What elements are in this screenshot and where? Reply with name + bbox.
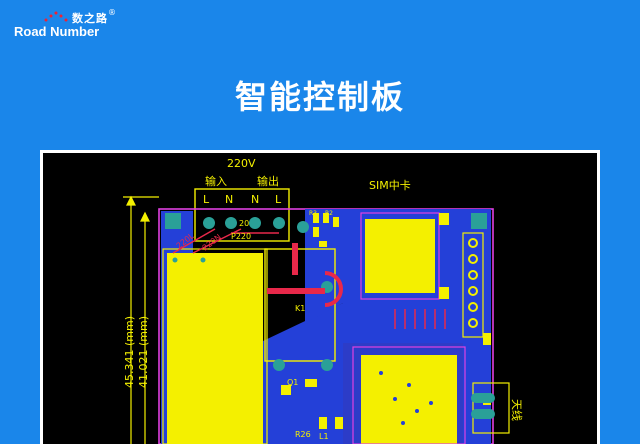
label-antenna: 天线	[510, 399, 524, 421]
gsm-dots	[379, 371, 433, 425]
silk-l1: L1	[319, 432, 329, 441]
sim-side-pad	[439, 287, 449, 299]
relay-pad	[273, 359, 285, 371]
pin-header	[462, 232, 484, 338]
relay-pad	[321, 359, 333, 371]
terminal-pad	[273, 217, 285, 229]
header-pin	[468, 238, 478, 248]
header-pin	[468, 270, 478, 280]
terminal-pin-label: L	[203, 193, 210, 206]
power-module-pad	[167, 253, 263, 444]
corner-pad	[165, 213, 181, 229]
gsm-module-pad	[361, 355, 457, 444]
sim-holder-outline	[360, 212, 440, 300]
header-pin	[468, 286, 478, 296]
label-input: 输入	[205, 174, 227, 188]
label-sim: SIM中卡	[369, 179, 411, 192]
terminal-pin-label: L	[275, 193, 282, 206]
red-traces-fine	[172, 228, 446, 329]
terminal-block-outline	[194, 188, 290, 242]
label-output: 输出	[257, 174, 279, 188]
dim-outer-label: 45.341 (mm)	[123, 316, 136, 388]
silk-p220: P220	[231, 232, 251, 241]
brand-name-en: Road Number	[14, 24, 100, 39]
silk-r3: R3	[309, 210, 317, 217]
antenna-connector-outline	[472, 382, 510, 434]
red-traces	[267, 243, 343, 307]
pcb-layout-image: 45.341 (mm) 41.021 (mm) 220V 输入 输出 SIM中卡…	[40, 150, 600, 444]
brand-name-cn: 数之路	[72, 12, 108, 25]
header-pin	[468, 318, 478, 328]
relay-outline	[264, 248, 336, 362]
header-pin	[468, 254, 478, 264]
terminal-pin-labels: L N N L	[203, 193, 282, 206]
terminal-pad	[225, 217, 237, 229]
label-220v: 220V	[227, 157, 256, 170]
silk-k1: K1	[295, 304, 305, 313]
silk-q1: Q1	[287, 378, 298, 387]
mount-pad	[297, 221, 309, 233]
dim-inner-label: 41.021 (mm)	[137, 316, 150, 388]
module-pin-dot	[200, 257, 206, 263]
header-outline	[462, 232, 484, 338]
corner-pad	[471, 213, 487, 229]
gsm-module-outline	[352, 346, 466, 444]
silk-r2: R2	[325, 210, 333, 217]
terminal-pad	[203, 217, 215, 229]
module-pin-dot	[172, 257, 178, 263]
antenna-pad	[471, 409, 495, 419]
header-pin	[468, 302, 478, 312]
pcb-drawing: 45.341 (mm) 41.021 (mm) 220V 输入 输出 SIM中卡…	[123, 157, 524, 444]
power-module-outline	[162, 248, 268, 444]
sim-side-pad	[439, 213, 449, 225]
silk-r26: R26	[295, 430, 311, 439]
dimension-lines	[123, 195, 159, 444]
page-title: 智能控制板	[234, 78, 405, 116]
brand-logo: 数之路 ® Road Number	[10, 8, 116, 40]
logo-dots-icon	[44, 11, 68, 22]
copper-pour-mid	[305, 209, 343, 323]
registered-mark: ®	[108, 8, 116, 17]
silk-201: 201	[239, 219, 254, 228]
terminal-pad	[249, 217, 261, 229]
terminal-pin-label: N	[251, 193, 259, 206]
terminal-pads	[165, 213, 487, 233]
antenna-pad	[471, 393, 495, 403]
sim-holder-pad	[365, 219, 435, 293]
terminal-pin-label: N	[225, 193, 233, 206]
